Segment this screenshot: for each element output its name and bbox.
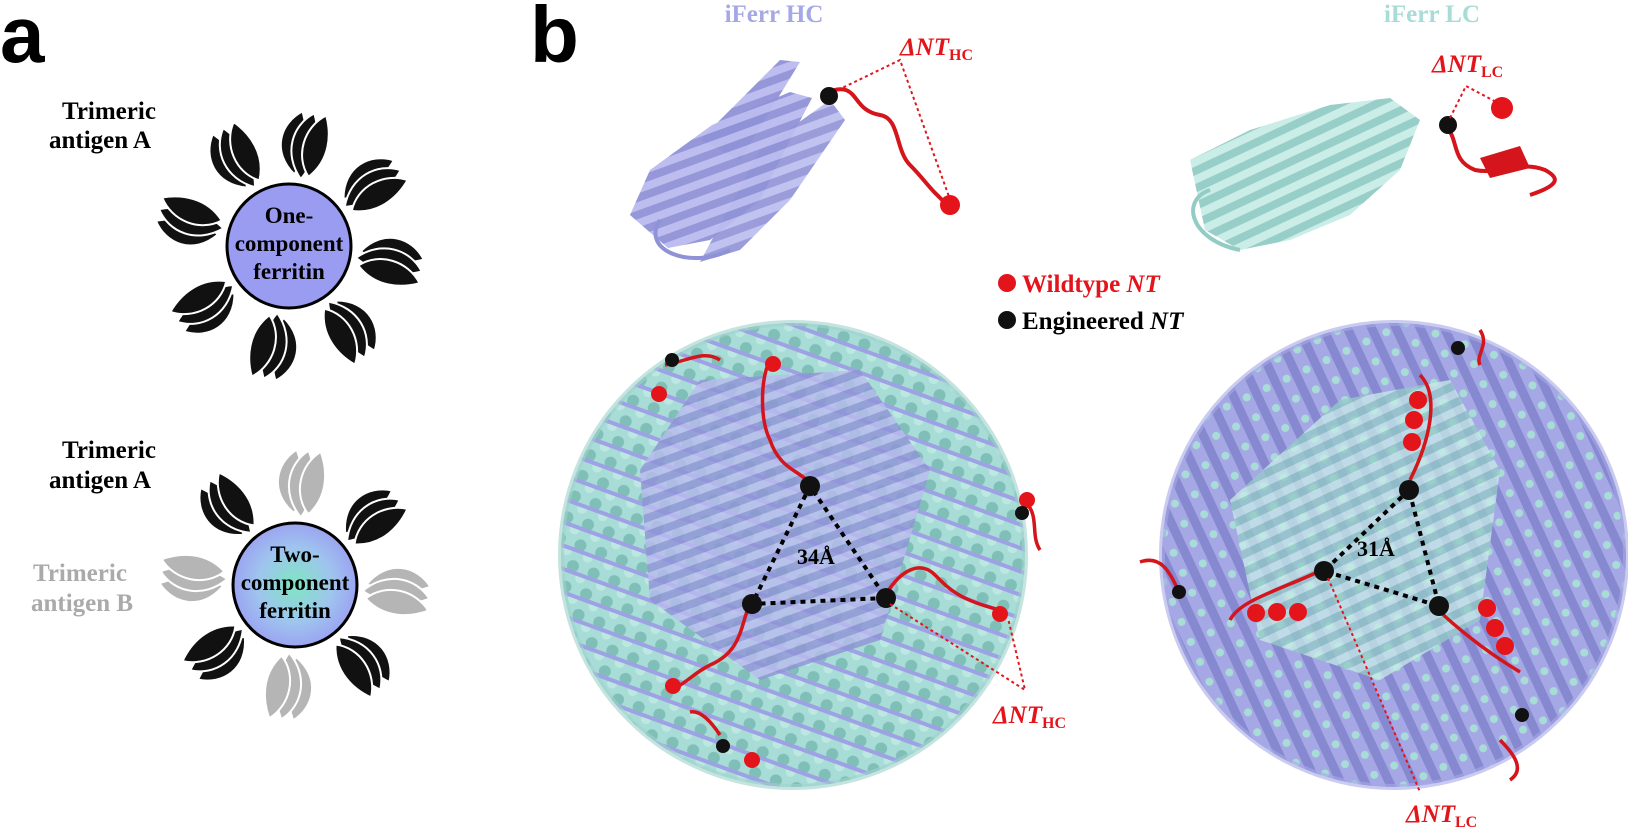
- antigen-a-trimer-top-1: [279, 109, 330, 181]
- antigen-a-trimer-top-4: [322, 299, 378, 367]
- bottom-antigen-b-label-line2: antigen B: [31, 590, 133, 617]
- lc-monomer-nt-helix: [1480, 146, 1530, 178]
- hc-cage-wildtype-markers: [651, 356, 1035, 768]
- antigen-a-trimer-bottom-2: [344, 488, 409, 546]
- lc-monomer-delta-label: ΔNTLC: [1431, 51, 1503, 81]
- antigen-ring-top: [154, 109, 426, 383]
- lc-monomer-structure: [1190, 98, 1420, 252]
- one-component-core-line1: One-: [265, 203, 314, 228]
- hc-monomer-delta-bracket: [837, 58, 953, 206]
- panel-a-letter: a: [0, 0, 45, 79]
- antigen-a-trimer-top-7: [154, 195, 225, 247]
- legend-engineered-label: Engineered NT: [1022, 308, 1185, 335]
- antigen-ring-bottom: [158, 448, 432, 722]
- lc-monomer-delta-bracket: [1449, 84, 1501, 119]
- antigen-a-trimer-bottom-4: [334, 634, 392, 699]
- two-component-core-line2: component: [241, 570, 350, 595]
- one-component-core-line2: component: [235, 231, 344, 256]
- antigen-a-trimer-top-3: [354, 236, 426, 287]
- bottom-antigen-a-label-line1: Trimeric: [62, 437, 156, 464]
- hc-cage-nt-loops: [664, 354, 1042, 736]
- antigen-b-trimer-bottom-3: [361, 567, 432, 617]
- hc-cage-engineered-markers: [665, 353, 1029, 753]
- hc-distance-label: 34Å: [797, 544, 835, 569]
- hc-monomer-delta-label: ΔNTHC: [899, 34, 973, 64]
- lc-cage-delta-label: ΔNTLC: [1405, 801, 1477, 831]
- antigen-b-trimer-bottom-7: [158, 553, 229, 603]
- hc-cage-delta-label: ΔNTHC: [992, 702, 1066, 732]
- one-component-ferritin-core: [225, 182, 353, 310]
- one-component-core-line3: ferritin: [253, 259, 325, 284]
- lc-cage-delta-bracket: [1327, 577, 1421, 793]
- lc-distance-label: 31Å: [1357, 536, 1395, 561]
- top-antigen-a-label-line2: antigen A: [49, 127, 151, 154]
- two-component-ferritin-core: [231, 521, 359, 649]
- lc-cage-nt-loops: [1139, 329, 1521, 782]
- legend-engineered-marker: [998, 311, 1016, 329]
- two-component-core-line1: Two-: [270, 542, 319, 567]
- bottom-antigen-a-label-line2: antigen A: [49, 467, 151, 494]
- hc-monomer-wildtype-nt-marker: [940, 195, 960, 215]
- two-component-core-line3: ferritin: [259, 598, 331, 623]
- antigen-b-trimer-bottom-1: [277, 448, 327, 519]
- lc-cage-engineered-markers: [1172, 341, 1529, 722]
- legend-wildtype-label: Wildtype NT: [1022, 271, 1161, 298]
- antigen-a-trimer-top-8: [208, 120, 262, 189]
- legend-wildtype-marker: [998, 274, 1016, 292]
- antigen-a-trimer-top-5: [248, 311, 299, 383]
- lc-distance-triangle: [1314, 480, 1449, 616]
- bottom-antigen-b-label-line1: Trimeric: [33, 560, 127, 587]
- lc-title: iFerr LC: [1384, 1, 1480, 28]
- antigen-b-trimer-bottom-5: [263, 651, 313, 722]
- antigen-a-trimer-top-6: [168, 279, 236, 335]
- hc-title: iFerr HC: [725, 1, 824, 28]
- lc-cage-wildtype-markers: [1247, 391, 1514, 655]
- antigen-a-trimer-top-2: [342, 157, 410, 213]
- hc-monomer-nt-tail: [827, 87, 950, 207]
- hc-monomer-structure: [630, 60, 845, 262]
- top-antigen-a-label-line1: Trimeric: [62, 98, 156, 125]
- antigen-a-trimer-bottom-8: [198, 471, 256, 536]
- hc-distance-triangle: [742, 476, 896, 614]
- antigen-a-trimer-bottom-6: [181, 624, 246, 682]
- panel-b-letter: b: [530, 0, 579, 79]
- lc-monomer-engineered-nt-marker: [1439, 116, 1457, 134]
- hc-cage-structure: [558, 320, 1028, 790]
- lc-monomer-wildtype-nt-marker: [1491, 97, 1513, 119]
- hc-monomer-engineered-nt-marker: [820, 87, 838, 105]
